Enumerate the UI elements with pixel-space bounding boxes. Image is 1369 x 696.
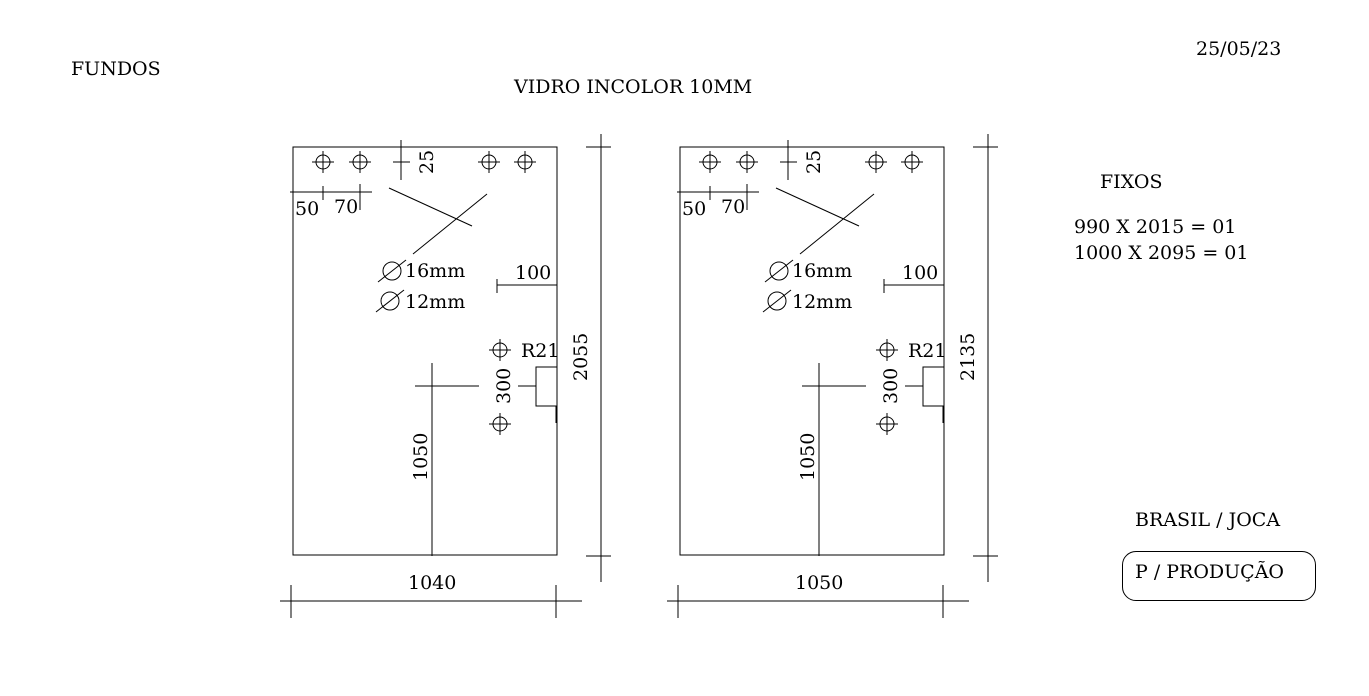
notch-radius-label: R21 — [908, 340, 946, 362]
production-status-box — [1122, 551, 1316, 601]
notch-outline — [922, 366, 944, 407]
glass-outline — [679, 146, 945, 556]
leader-line — [799, 193, 875, 255]
date-label: 25/05/23 — [1196, 38, 1282, 60]
hole-diameter-label: 16mm — [792, 260, 852, 282]
top-offset-label: 25 — [416, 150, 438, 174]
width-label: 1040 — [408, 572, 456, 594]
side-offset-label: 100 — [902, 262, 938, 284]
hole-spacing-label: 70 — [334, 196, 358, 218]
height-label: 2135 — [957, 333, 979, 381]
diameter-symbol — [764, 259, 794, 283]
leader-line — [412, 193, 488, 255]
notch-height-label: 300 — [493, 368, 515, 404]
hole-diameter-label: 12mm — [405, 291, 465, 313]
notch-height-label: 300 — [880, 368, 902, 404]
client-label: BRASIL / JOCA — [1135, 509, 1281, 531]
diameter-symbol — [380, 291, 400, 311]
notch-elevation-label: 1050 — [410, 433, 432, 481]
top-offset-label: 25 — [803, 150, 825, 174]
notch-outline — [535, 366, 557, 407]
hole-diameter-label: 16mm — [405, 260, 465, 282]
width-label: 1050 — [795, 572, 843, 594]
leader-line — [775, 187, 860, 227]
notch-elevation-label: 1050 — [797, 433, 819, 481]
diameter-symbol — [762, 289, 792, 313]
fixos-item-2: 1000 X 2095 = 01 — [1074, 242, 1249, 264]
diameter-symbol — [375, 289, 405, 313]
diameter-symbol — [382, 261, 402, 281]
fixos-title: FIXOS — [1100, 171, 1163, 193]
side-offset-label: 100 — [515, 262, 551, 284]
glass-outline — [292, 146, 558, 556]
leader-line — [388, 187, 473, 227]
hole-spacing-label: 70 — [721, 196, 745, 218]
hole-diameter-label: 12mm — [792, 291, 852, 313]
production-status-label: P / PRODUÇÃO — [1135, 561, 1285, 583]
hole-spacing-label: 50 — [682, 198, 706, 220]
drawing-title: VIDRO INCOLOR 10MM — [514, 76, 753, 98]
diameter-symbol — [769, 261, 789, 281]
notch-radius-label: R21 — [521, 340, 559, 362]
fundos-label: FUNDOS — [71, 58, 161, 80]
hole-spacing-label: 50 — [295, 198, 319, 220]
diameter-symbol — [377, 259, 407, 283]
fixos-item-1: 990 X 2015 = 01 — [1074, 216, 1237, 238]
height-label: 2055 — [570, 333, 592, 381]
diameter-symbol — [767, 291, 787, 311]
